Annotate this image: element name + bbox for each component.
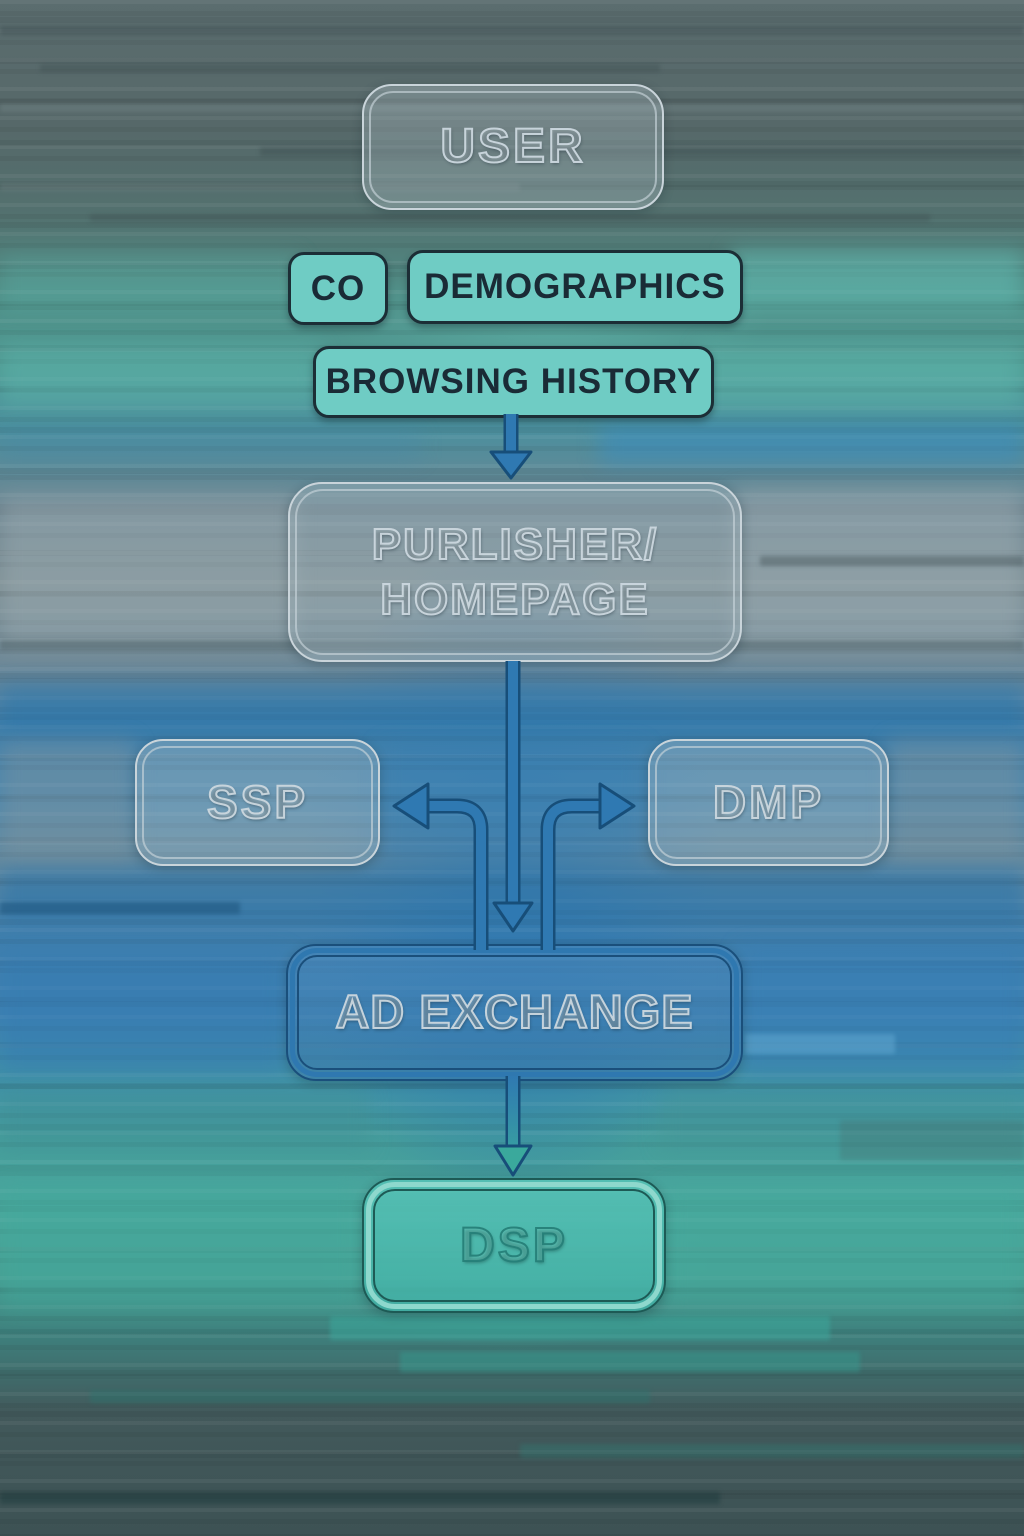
node-ssp-label: SSP — [206, 775, 309, 829]
tag-cookies: CO — [288, 252, 388, 325]
background-streak — [840, 1120, 1024, 1160]
background-smear — [700, 345, 1024, 409]
background-streak — [0, 183, 520, 191]
background-streak — [260, 147, 1024, 156]
background-streak — [520, 1444, 1024, 1458]
background-smear — [600, 424, 1024, 464]
background-streak — [0, 26, 1024, 35]
background-smear — [380, 745, 644, 865]
tag-demographics: DEMOGRAPHICS — [407, 250, 743, 324]
background-smear — [0, 740, 135, 865]
background-streak — [40, 64, 660, 72]
node-ad-exchange-label: AD EXCHANGE — [334, 984, 694, 1039]
background-smear — [0, 952, 286, 1070]
tag-browsing-history: BROWSING HISTORY — [313, 346, 714, 418]
background-smear — [735, 490, 1024, 650]
background-smear — [0, 345, 320, 407]
background-streak — [90, 214, 930, 222]
node-dsp-label: DSP — [459, 1218, 568, 1273]
background-smear — [740, 948, 1024, 1072]
background-streak — [330, 1316, 830, 1340]
node-user: USER — [362, 84, 664, 210]
background-streak — [400, 1352, 860, 1372]
background-smear — [0, 1090, 370, 1150]
node-ad-exchange: AD EXCHANGE — [286, 944, 743, 1081]
node-dmp: DMP — [648, 739, 889, 866]
background-smear — [0, 430, 420, 460]
tag-demographics-label: DEMOGRAPHICS — [424, 267, 726, 306]
background-smear — [660, 1090, 1024, 1150]
background-smear — [0, 686, 1024, 738]
tag-cookies-label: CO — [310, 268, 366, 308]
background-streak — [0, 1492, 720, 1504]
node-ssp: SSP — [135, 739, 380, 866]
background-streak — [0, 902, 240, 914]
node-dmp-label: DMP — [712, 775, 825, 829]
background-streak — [0, 104, 1024, 112]
node-user-label: USER — [439, 119, 586, 174]
background-smear — [888, 740, 1024, 865]
background-smear — [665, 1185, 1024, 1310]
background-smear — [730, 250, 1024, 310]
background-smear — [0, 255, 300, 310]
background-streak — [745, 1034, 895, 1054]
node-dsp: DSP — [362, 1178, 666, 1313]
background-smear — [0, 866, 1024, 924]
background-streak — [0, 640, 1024, 650]
tag-browsing-history-label: BROWSING HISTORY — [325, 362, 702, 401]
node-publisher-homepage: PURLISHER/ HOMEPAGE — [288, 482, 742, 662]
background-streak — [90, 1390, 650, 1403]
background-streak — [760, 556, 1024, 566]
background-smear — [0, 496, 295, 646]
node-publisher-homepage-label: PURLISHER/ HOMEPAGE — [371, 519, 659, 625]
background-smear — [0, 1185, 360, 1310]
